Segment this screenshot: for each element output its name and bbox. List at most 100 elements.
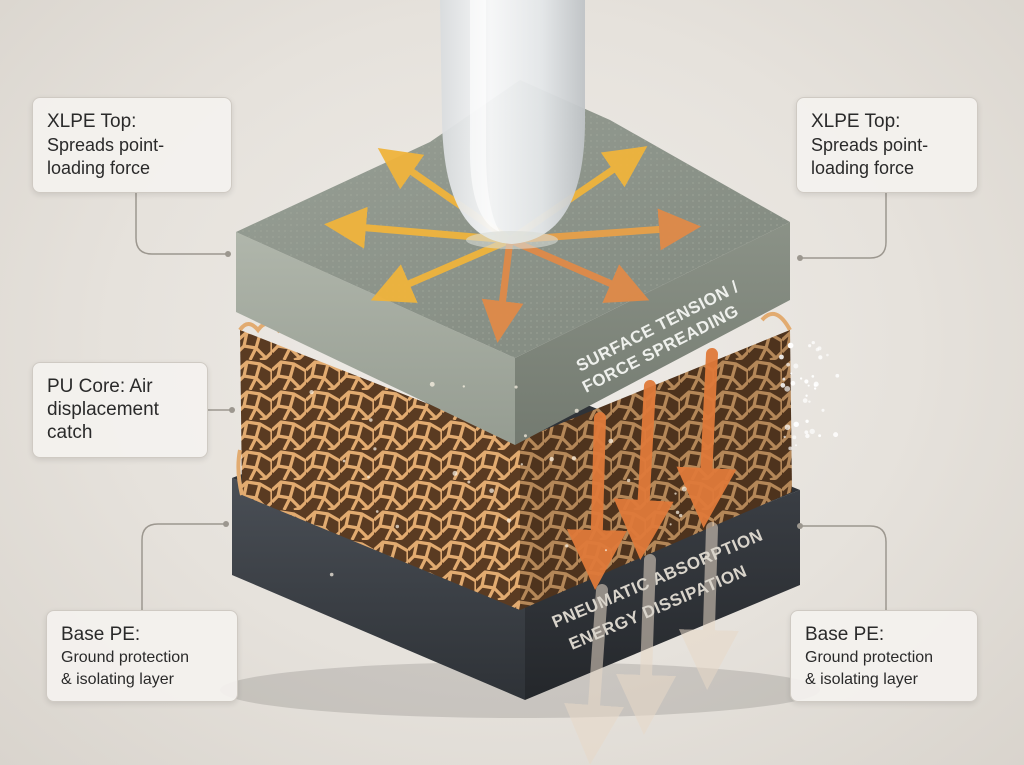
air-particle <box>790 372 793 375</box>
leader-top-left <box>135 193 228 255</box>
down-arrow-fade <box>678 522 739 690</box>
air-particle <box>626 478 631 483</box>
leader-lines <box>135 193 887 610</box>
air-particle <box>574 408 579 413</box>
callout-middle-left: PU Core: Air displacement catch <box>32 362 208 458</box>
air-particle <box>779 354 784 360</box>
air-particle <box>821 408 825 412</box>
callout-title: Base PE: <box>61 624 141 645</box>
leader-bottom-left-dot <box>223 521 229 527</box>
callout-line: PU Core: Air <box>47 376 153 397</box>
air-particle <box>549 456 554 462</box>
air-particles <box>309 341 840 577</box>
callout-body-line: & isolating layer <box>805 671 918 688</box>
air-particle <box>788 446 793 451</box>
air-particle <box>786 362 791 367</box>
air-particle <box>784 385 791 392</box>
air-particle <box>506 518 512 523</box>
air-particle <box>811 341 815 345</box>
air-particle <box>467 480 471 484</box>
air-particle <box>805 433 810 439</box>
air-particle <box>815 347 820 352</box>
air-particle <box>807 384 810 387</box>
air-particle <box>835 373 840 378</box>
air-particle <box>679 513 683 518</box>
air-particle <box>520 463 523 466</box>
air-particle <box>489 488 494 494</box>
air-particle <box>780 382 786 388</box>
leader-top-left-dot <box>225 251 231 257</box>
air-particle <box>669 523 672 526</box>
air-particle <box>808 400 811 403</box>
air-particle <box>674 492 677 495</box>
air-particle <box>805 419 809 423</box>
air-particle <box>523 434 527 438</box>
air-particle <box>565 544 569 548</box>
callout-bottom-right: Base PE: Ground protection & isolating l… <box>790 610 978 702</box>
callout-line: catch <box>47 422 93 443</box>
air-particle <box>805 394 808 397</box>
air-particle <box>375 510 379 513</box>
core-left-face <box>240 330 520 610</box>
air-particle <box>784 424 791 431</box>
callout-title: XLPE Top: <box>47 111 137 132</box>
air-particle <box>813 381 819 387</box>
air-particle <box>804 430 809 435</box>
air-particle <box>818 355 823 360</box>
air-particle <box>799 377 803 380</box>
air-particle <box>793 421 799 428</box>
leader-middle-left-dot <box>229 407 235 413</box>
air-particle <box>783 435 786 439</box>
probe-body <box>440 0 585 244</box>
air-particle <box>608 438 614 444</box>
spread-arrow <box>481 236 524 343</box>
air-particle <box>788 342 792 346</box>
base-layer-left-face <box>232 478 525 700</box>
leader-bottom-left <box>141 523 226 610</box>
air-particle <box>429 381 435 387</box>
leader-top-right <box>800 193 887 259</box>
callout-title: XLPE Top: <box>811 111 901 132</box>
spread-arrow <box>506 236 650 303</box>
air-particle <box>462 385 466 388</box>
air-particle <box>833 432 839 438</box>
air-particle <box>792 435 797 440</box>
callout-bottom-left: Base PE: Ground protection & isolating l… <box>46 610 238 702</box>
air-particle <box>571 456 577 461</box>
air-particle <box>395 524 400 529</box>
air-particle <box>514 385 518 389</box>
air-particle <box>452 470 458 476</box>
air-particle <box>675 510 680 515</box>
callout-body-line: & isolating layer <box>61 671 174 688</box>
air-particle <box>794 444 798 447</box>
air-particle <box>329 572 334 577</box>
air-particle <box>782 377 786 381</box>
callout-body-line: loading force <box>811 158 915 178</box>
down-arrow-fade <box>616 554 677 735</box>
callout-body-line: Spreads point- <box>47 135 165 155</box>
down-arrow <box>676 348 737 528</box>
leader-bottom-right-dot <box>797 523 803 529</box>
air-particle <box>809 428 815 435</box>
top-layer-left-face <box>236 232 515 445</box>
air-particle <box>309 390 314 395</box>
air-particle <box>813 387 817 390</box>
callout-body-line: Spreads point- <box>811 135 929 155</box>
spread-arrow <box>370 236 514 303</box>
callout-title: Base PE: <box>805 624 885 645</box>
air-particle <box>818 434 822 438</box>
callout-body-line: loading force <box>47 158 151 178</box>
callout-top-left: XLPE Top: Spreads point- loading force <box>32 97 232 193</box>
air-particle <box>793 363 799 369</box>
air-particle <box>369 418 373 422</box>
air-particle <box>604 549 608 552</box>
down-arrow <box>613 380 674 560</box>
top-layer-right-face <box>515 222 790 445</box>
leader-top-right-dot <box>797 255 803 261</box>
air-particle <box>704 555 708 559</box>
air-particle <box>808 344 812 348</box>
air-particle <box>811 375 815 378</box>
air-particle <box>342 459 346 463</box>
down-arrows <box>564 348 739 765</box>
air-particle <box>802 398 808 403</box>
